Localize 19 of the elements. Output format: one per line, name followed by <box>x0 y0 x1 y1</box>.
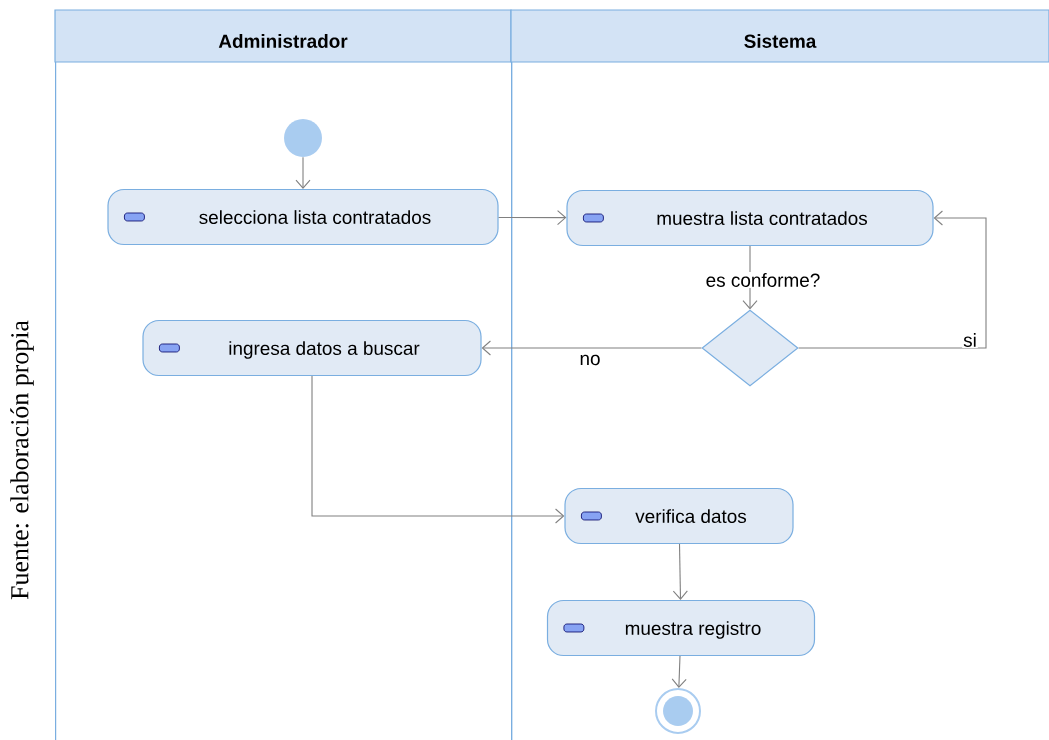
final-node <box>655 688 701 734</box>
action-box: verifica datos <box>564 487 794 545</box>
action-box: muestra registro <box>546 599 816 657</box>
edge-label: si <box>962 332 978 348</box>
source-note: Fuente: elaboración propia <box>10 320 34 600</box>
arrow <box>498 210 567 226</box>
arrow <box>295 156 311 189</box>
arrow <box>672 543 688 600</box>
arrow <box>798 210 987 349</box>
decision-diamond <box>701 309 799 387</box>
edge-label: es conforme? <box>704 272 822 288</box>
action-box: muestra lista contratados <box>566 189 934 247</box>
edge-label: no <box>578 353 602 367</box>
arrow <box>311 375 565 524</box>
action-box: selecciona lista contratados <box>107 188 499 246</box>
action-box: ingresa datos a buscar <box>142 319 482 377</box>
initial-node <box>284 119 322 157</box>
arrow <box>671 655 687 688</box>
arrow <box>481 340 702 356</box>
